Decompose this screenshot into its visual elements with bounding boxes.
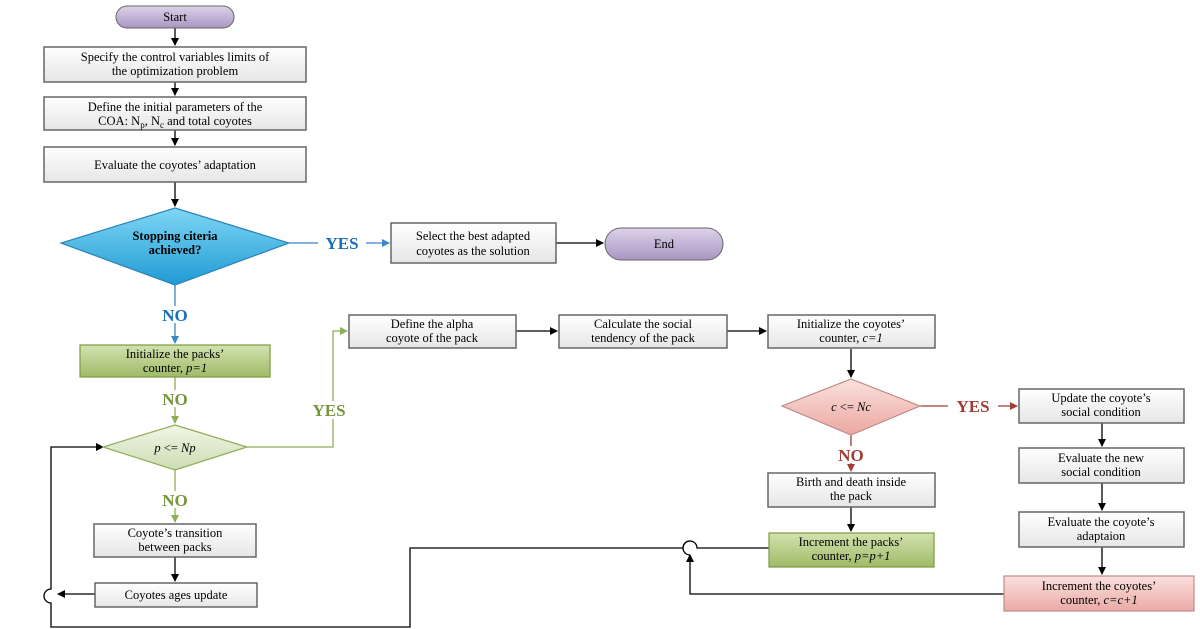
evaladapt-line-2: adaptaion	[1077, 529, 1126, 543]
node-specify-limits[interactable]: Specify the control variables limits of …	[43, 46, 307, 83]
node-start[interactable]: Start	[115, 5, 235, 29]
update-line-2: social condition	[1061, 405, 1141, 419]
ages-label: Coyotes ages update	[125, 588, 228, 602]
arrow-pdecision-yes-line	[247, 419, 334, 448]
p-decision-label: p <= Np	[153, 441, 195, 455]
label-no-cdecision: NO	[838, 446, 864, 465]
label-yes-stopping: YES	[325, 234, 358, 253]
arrow-incpacks-loop	[43, 443, 769, 628]
specify-line-2: the optimization problem	[112, 64, 239, 78]
alpha-line-1: Define the alpha	[391, 317, 474, 331]
evaluate-label: Evaluate the coyotes’ adaptation	[94, 158, 257, 172]
node-evaluate-adaptation[interactable]: Evaluate the coyotes’ adaptation	[43, 146, 307, 183]
c-decision-label: c <= Nc	[831, 400, 871, 414]
social-line-2: tendency of the pack	[591, 331, 696, 345]
node-init-packs-counter[interactable]: Initialize the packs’ counter, p=1	[79, 344, 271, 378]
label-no-stopping: NO	[162, 306, 188, 325]
evalnew-line-1: Evaluate the new	[1058, 451, 1144, 465]
init-coyotes-line-1: Initialize the coyotes’	[797, 317, 905, 331]
evalnew-line-2: social condition	[1061, 465, 1141, 479]
define-line-2: COA: Np, Nc and total coyotes	[98, 114, 252, 130]
node-birth-death[interactable]: Birth and death inside the pack	[767, 472, 936, 508]
node-coyote-transition[interactable]: Coyote’s transition between packs	[93, 523, 257, 558]
arrow-inccoyotes-loop	[686, 554, 1004, 595]
label-no-pdecision: NO	[162, 491, 188, 510]
end-label: End	[654, 237, 675, 251]
decision-c-le-nc[interactable]: c <= Nc	[780, 378, 922, 436]
node-evaluate-coyote-adaptation[interactable]: Evaluate the coyote’s adaptaion	[1018, 511, 1185, 548]
alpha-line-2: coyote of the pack	[386, 331, 479, 345]
specify-line-1: Specify the control variables limits of	[81, 50, 270, 64]
arrow-pdecision-yes-to-alpha	[332, 327, 348, 401]
select-line-1: Select the best adapted	[416, 229, 531, 243]
node-define-alpha[interactable]: Define the alpha coyote of the pack	[348, 314, 517, 349]
update-line-1: Update the coyote’s	[1051, 391, 1150, 405]
decision-stopping-criteria[interactable]: Stopping citeria achieved?	[59, 207, 291, 286]
select-line-2: coyotes as the solution	[416, 244, 530, 258]
transition-line-1: Coyote’s transition	[128, 526, 224, 540]
label-yes-pdecision: YES	[312, 401, 345, 420]
node-select-best[interactable]: Select the best adapted coyotes as the s…	[390, 222, 557, 264]
init-packs-line-1: Initialize the packs’	[126, 347, 225, 361]
node-social-tendency[interactable]: Calculate the social tendency of the pac…	[558, 314, 728, 349]
inc-coyotes-line-2: counter, c=c+1	[1060, 593, 1137, 607]
start-label: Start	[163, 10, 187, 24]
transition-line-2: between packs	[138, 540, 211, 554]
inc-coyotes-line-1: Increment the coyotes’	[1042, 579, 1157, 593]
label-no-init-packs: NO	[162, 390, 188, 409]
hop-inccoyotes-loop	[682, 540, 691, 556]
social-line-1: Calculate the social	[594, 317, 692, 331]
node-end[interactable]: End	[604, 227, 724, 261]
evaladapt-line-1: Evaluate the coyote’s	[1048, 515, 1155, 529]
birth-line-1: Birth and death inside	[796, 475, 906, 489]
node-increment-coyotes[interactable]: Increment the coyotes’ counter, c=c+1	[1003, 575, 1195, 612]
connectors	[43, 28, 1106, 628]
birth-line-2: the pack	[830, 489, 873, 503]
label-yes-cdecision: YES	[956, 397, 989, 416]
stopping-line-1: Stopping citeria	[132, 229, 218, 243]
define-line-1: Define the initial parameters of the	[88, 100, 263, 114]
node-update-social[interactable]: Update the coyote’s social condition	[1018, 388, 1185, 424]
init-coyotes-line-2: counter, c=1	[819, 331, 882, 345]
init-packs-line-2: counter, p=1	[143, 361, 207, 375]
inc-packs-line-1: Increment the packs’	[799, 535, 904, 549]
stopping-line-2: achieved?	[149, 243, 202, 257]
inc-packs-line-2: counter, p=p+1	[812, 549, 891, 563]
node-define-parameters[interactable]: Define the initial parameters of the COA…	[43, 96, 307, 131]
node-init-coyotes-counter[interactable]: Initialize the coyotes’ counter, c=1	[767, 314, 936, 349]
node-increment-packs[interactable]: Increment the packs’ counter, p=p+1	[768, 532, 935, 568]
node-ages-update[interactable]: Coyotes ages update	[94, 582, 258, 608]
decision-p-le-np[interactable]: p <= Np	[100, 424, 250, 471]
node-evaluate-new[interactable]: Evaluate the new social condition	[1018, 447, 1185, 484]
